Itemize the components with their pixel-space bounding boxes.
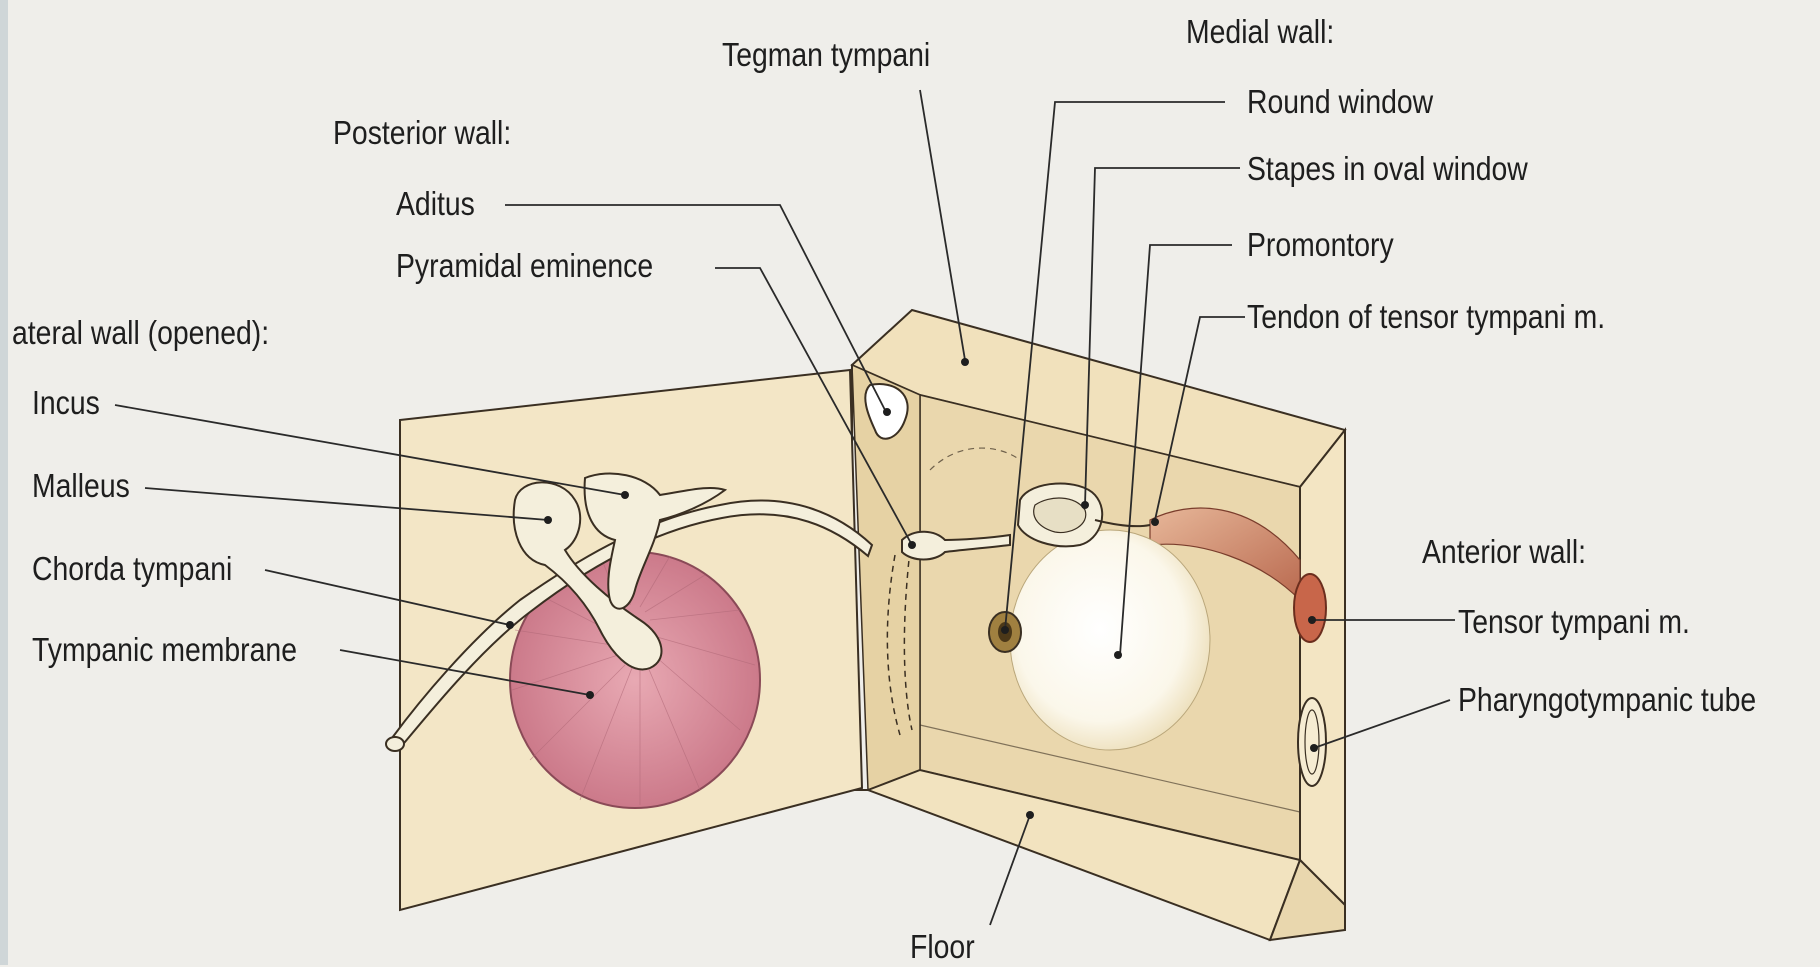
- label-tensor-tympani: Tensor tympani m.: [1458, 602, 1690, 642]
- tensor-tympani-muscle: [1294, 574, 1326, 642]
- anterior-wall-face: [1300, 430, 1345, 905]
- label-tympanic-membrane: Tympanic membrane: [32, 630, 297, 670]
- label-tendon-tensor-tympani: Tendon of tensor tympani m.: [1247, 297, 1605, 337]
- label-round-window: Round window: [1247, 82, 1433, 122]
- label-floor: Floor: [910, 927, 975, 967]
- label-promontory: Promontory: [1247, 225, 1394, 265]
- pharyngotympanic-opening: [1298, 698, 1326, 786]
- promontory-bulge: [1010, 530, 1210, 750]
- label-anterior-wall: Anterior wall:: [1422, 532, 1586, 572]
- label-malleus: Malleus: [32, 466, 130, 506]
- label-incus: Incus: [32, 383, 100, 423]
- label-stapes-oval-window: Stapes in oval window: [1247, 149, 1528, 189]
- label-lateral-wall: ateral wall (opened):: [12, 313, 269, 353]
- label-tegmen-tympani: Tegman tympani: [722, 35, 930, 75]
- label-chorda-tympani: Chorda tympani: [32, 549, 232, 589]
- label-aditus: Aditus: [396, 184, 475, 224]
- label-medial-wall: Medial wall:: [1186, 12, 1334, 52]
- label-pharyngotympanic-tube: Pharyngotympanic tube: [1458, 680, 1756, 720]
- label-pyramidal-eminence: Pyramidal eminence: [396, 246, 653, 286]
- label-posterior-wall: Posterior wall:: [333, 113, 511, 153]
